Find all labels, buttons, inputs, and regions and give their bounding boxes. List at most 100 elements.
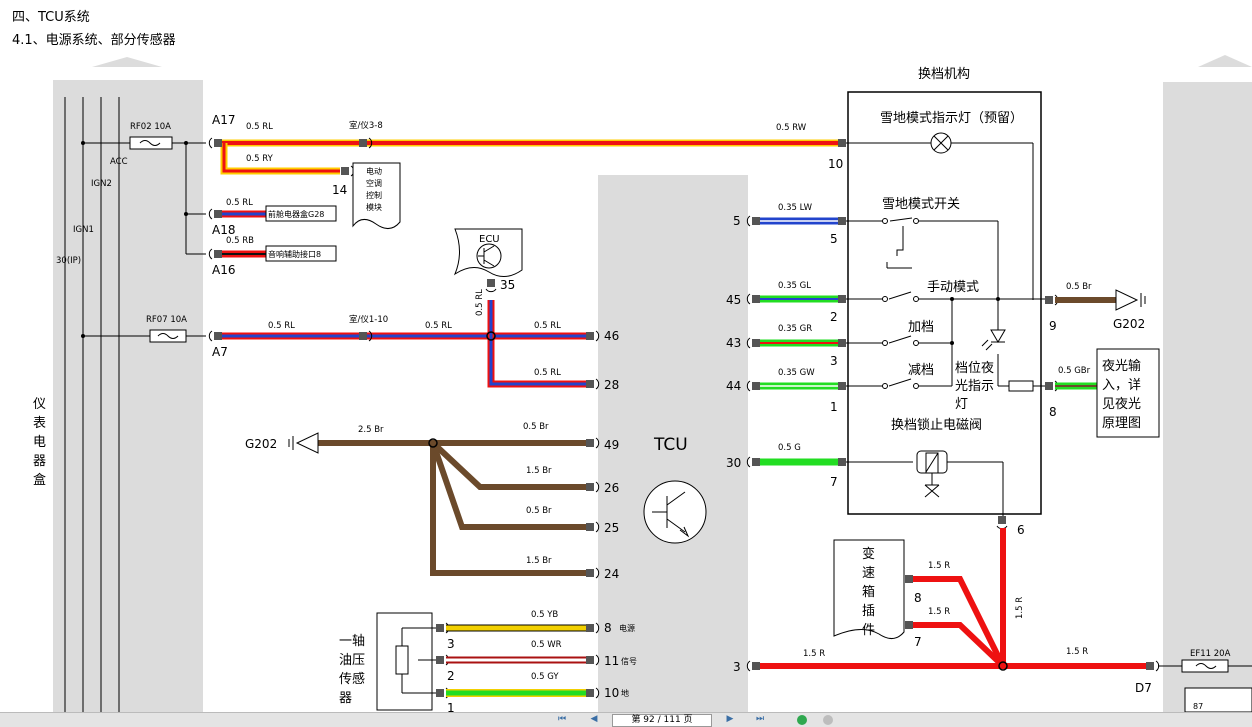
pin-5-right: 5	[830, 232, 838, 246]
wire-a7-rl	[222, 300, 586, 388]
pin-1-right: 1	[830, 400, 838, 414]
wire-label-05gbr: 0.5 GBr	[1058, 366, 1091, 376]
fuse-rf02-label: RF02 10A	[130, 122, 171, 132]
go-forward-icon[interactable]	[823, 715, 833, 725]
downshift-label: 减档	[908, 363, 934, 378]
wire-label-05br-49: 0.5 Br	[523, 422, 549, 432]
svg-text:一轴: 一轴	[339, 634, 365, 649]
wire-label-05rl-ecu: 0.5 RL	[475, 289, 485, 316]
ground-icon-right	[1115, 289, 1139, 311]
wire-label-15r-8: 1.5 R	[928, 561, 950, 571]
pin-9: 9	[1049, 319, 1057, 333]
wire-label-05br-25: 0.5 Br	[526, 506, 552, 516]
svg-text:电: 电	[33, 435, 46, 450]
wire-a17-ry	[220, 143, 340, 175]
wire-label-25br: 2.5 Br	[358, 425, 384, 435]
indicator-led-icon	[990, 329, 1006, 343]
svg-text:电源: 电源	[619, 623, 635, 633]
svg-text:26: 26	[604, 481, 619, 495]
audio-port-box	[265, 245, 337, 262]
svg-text:电动: 电动	[366, 166, 382, 176]
wire-label-15br-24: 1.5 Br	[526, 556, 552, 566]
pin-3-right: 3	[830, 354, 838, 368]
first-page-button[interactable]: ⏮	[557, 714, 567, 724]
tcu-title: TCU	[653, 435, 688, 455]
wire-label-05rw: 0.5 RW	[776, 123, 807, 133]
snow-switch-label: 雪地模式开关	[882, 197, 960, 212]
tcu-left-pin-labels: 5 45 43 44 30 3	[726, 214, 741, 674]
svg-text:24: 24	[604, 567, 619, 581]
last-page-button[interactable]: ⏭	[755, 714, 765, 724]
pdf-toolbar: ⏮ ◀ 第 92 / 111 页 ▶ ⏭	[0, 712, 1252, 727]
relay-87-label: 87	[1193, 702, 1203, 711]
snow-lamp-label: 雪地模式指示灯（预留）	[880, 111, 1023, 126]
wire-label-05wr: 0.5 WR	[531, 640, 562, 650]
svg-text:入，详: 入，详	[1102, 378, 1141, 393]
gearbox-power-wires	[760, 528, 1146, 669]
svg-text:5: 5	[733, 214, 741, 228]
svg-text:档位夜: 档位夜	[955, 361, 994, 376]
panel-arrow-right	[1198, 55, 1252, 67]
svg-text:11: 11	[604, 654, 619, 668]
ground-icon-left	[295, 432, 319, 454]
b30-label: 30(IP)	[56, 256, 81, 266]
panel-arrow-left	[92, 57, 162, 67]
svg-text:变: 变	[862, 546, 875, 562]
svg-text:49: 49	[604, 438, 619, 452]
pin-6: 6	[1017, 523, 1025, 537]
wire-label-05yb: 0.5 YB	[531, 610, 558, 620]
svg-text:器: 器	[33, 454, 46, 469]
svg-text:45: 45	[726, 293, 741, 307]
go-back-icon[interactable]	[797, 715, 807, 725]
svg-text:空调: 空调	[366, 178, 382, 188]
svg-text:地: 地	[621, 688, 629, 698]
night-resistor-icon	[1008, 380, 1034, 392]
svg-text:见夜光: 见夜光	[1102, 397, 1141, 412]
fuse-ef11-label: EF11 20A	[1190, 649, 1231, 659]
upshift-label: 加档	[908, 320, 934, 335]
cabin-box-label: 前舱电器盒G28	[268, 209, 324, 219]
fuse-rf07-label: RF07 10A	[146, 315, 187, 325]
ecu-transistor-icon	[476, 243, 502, 269]
sensor-title: 一轴 油压 传感 器	[339, 634, 365, 706]
wire-label-shi-yi-1-10: 室/仪1-10	[349, 314, 388, 325]
svg-text:28: 28	[604, 378, 619, 392]
wire-label-15r-d7: 1.5 R	[1066, 647, 1088, 657]
gearbox-connector-label: 变 速 箱 插 件	[862, 546, 875, 638]
wire-label-035gl: 0.35 GL	[778, 281, 811, 291]
svg-text:光指示: 光指示	[955, 379, 994, 394]
svg-text:46: 46	[604, 329, 619, 343]
svg-text:插: 插	[862, 604, 875, 619]
prev-page-button[interactable]: ◀	[590, 714, 598, 724]
sensor-pin-1: 1	[447, 701, 455, 715]
svg-text:夜光输: 夜光输	[1102, 358, 1141, 374]
wire-label-05rl-mid: 0.5 RL	[425, 321, 452, 331]
acc-label: ACC	[110, 157, 128, 167]
ground-label-left: G202	[245, 437, 277, 451]
tcu-pin-labels: 46 28 49 26 25 24 8 11 10 电源 信号 地	[604, 329, 637, 700]
next-page-button[interactable]: ▶	[726, 714, 734, 724]
svg-text:箱: 箱	[862, 584, 875, 600]
instrument-panel-box	[53, 80, 203, 712]
svg-text:25: 25	[604, 521, 619, 535]
pin-7-right: 7	[830, 475, 838, 489]
audio-port-label: 音响辅助接口8	[268, 249, 321, 259]
wire-label-05br-g202: 0.5 Br	[1066, 282, 1092, 292]
svg-text:信号: 信号	[621, 656, 637, 666]
subsection-title: 4.1、电源系统、部分传感器	[12, 33, 176, 48]
svg-text:3: 3	[733, 660, 741, 674]
svg-text:速: 速	[862, 566, 875, 581]
page-number-field[interactable]: 第 92 / 111 页	[612, 714, 712, 727]
ground-label-right: G202	[1113, 317, 1145, 331]
night-light-label: 夜光输 入，详 见夜光 原理图	[1102, 358, 1141, 431]
svg-text:油压: 油压	[339, 653, 365, 668]
ecu-label: ECU	[479, 234, 500, 245]
svg-text:盒: 盒	[33, 472, 46, 488]
night-indicator-label: 档位夜 光指示 灯	[955, 361, 994, 412]
fuse-rf02	[129, 136, 173, 150]
svg-text:传感: 传感	[339, 671, 365, 687]
connector-a18: A18	[212, 223, 235, 237]
pin-2-right: 2	[830, 310, 838, 324]
sensor-pin-3: 3	[447, 637, 455, 651]
